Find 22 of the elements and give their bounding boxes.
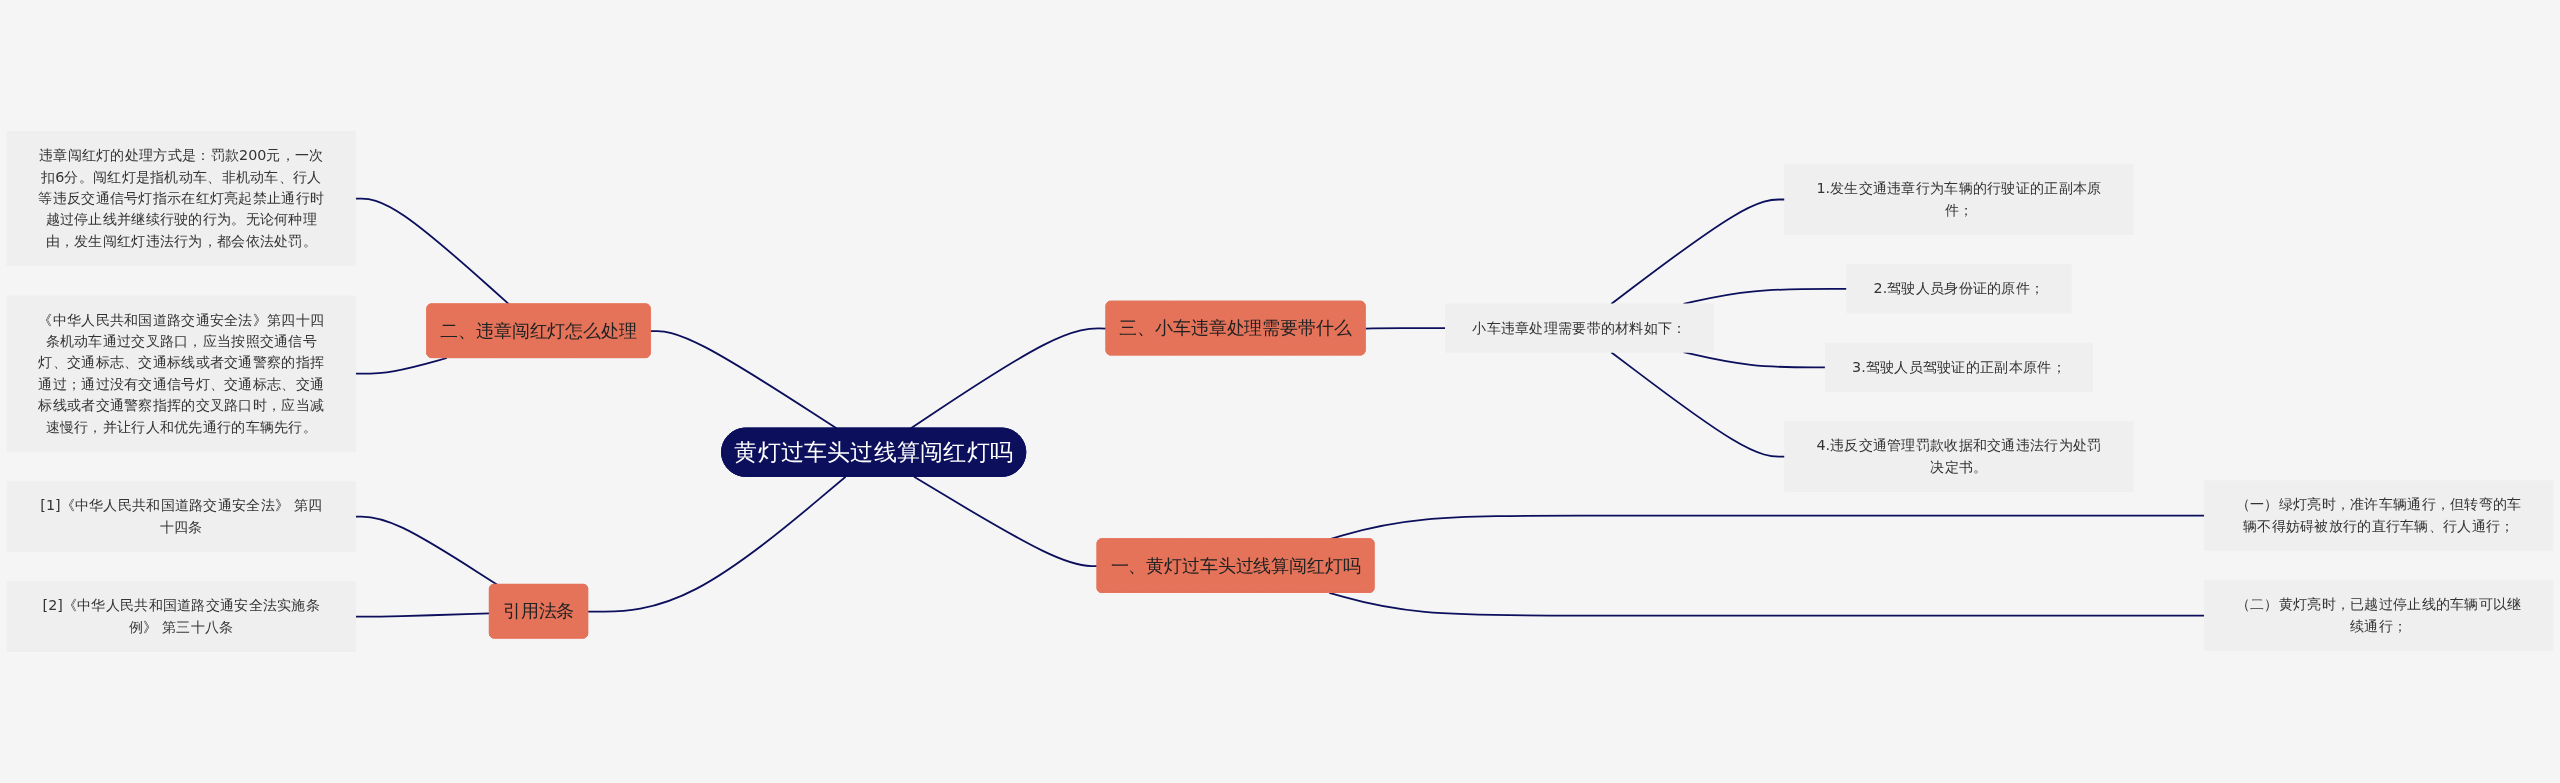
node-box: 小车违章处理需要带的材料如下：: [1445, 303, 1714, 353]
connector: [1610, 351, 1786, 458]
node-box: 2.驾驶人员身份证的原件；: [1846, 264, 2072, 314]
node-box: [2]《中华人民共和国道路交通安全法实施条例》 第三十八条: [6, 581, 356, 652]
connector: [649, 330, 838, 430]
connector: [913, 475, 1099, 567]
node-box: 3.驾驶人员驾驶证的正副本原件；: [1824, 342, 2094, 392]
connector: [909, 327, 1108, 430]
connector: [354, 515, 499, 586]
connector: [354, 612, 491, 618]
node-box: （一）绿灯亮时，准许车辆通行，但转弯的车辆不得妨碍被放行的直行车辆、行人通行；: [2204, 480, 2554, 551]
connector: [1364, 327, 1447, 330]
connector: [1610, 198, 1786, 305]
node-box: 《中华人民共和国道路交通安全法》第四十四条机动车通过交叉路口，应当按照交通信号灯、交通标志、交通标线或者交通警察的指挥通过；通过没有交通信号灯、交通标志、交通标线或者交通警察指挥的交叉路口时，应当减速慢行，并让行人和优先通行的车辆先行。: [6, 295, 356, 452]
node-box: 4.违反交通管理罚款收据和交通违法行为处罚决定书。: [1784, 421, 2134, 492]
connector: [587, 475, 847, 613]
node-box: （二）黄灯亮时，已越过停止线的车辆可以继续通行；: [2204, 580, 2554, 651]
node-box: 违章闯红灯的处理方式是：罚款200元，一次扣6分。闯红灯是指机动车、非机动车、行人等违反交通信号灯指示在红灯亮起禁止通行时越过停止线并继续行驶的行为。无论何种理由，发生闯红灯违法行为，都会依法处罚。: [6, 131, 356, 267]
node-box: 1.发生交通违章行为车辆的行驶证的正副本原件；: [1784, 164, 2134, 235]
node-box: [1]《中华人民共和国道路交通安全法》 第四十四条: [6, 481, 356, 552]
connector: [354, 357, 448, 375]
connector: [1328, 592, 2206, 617]
